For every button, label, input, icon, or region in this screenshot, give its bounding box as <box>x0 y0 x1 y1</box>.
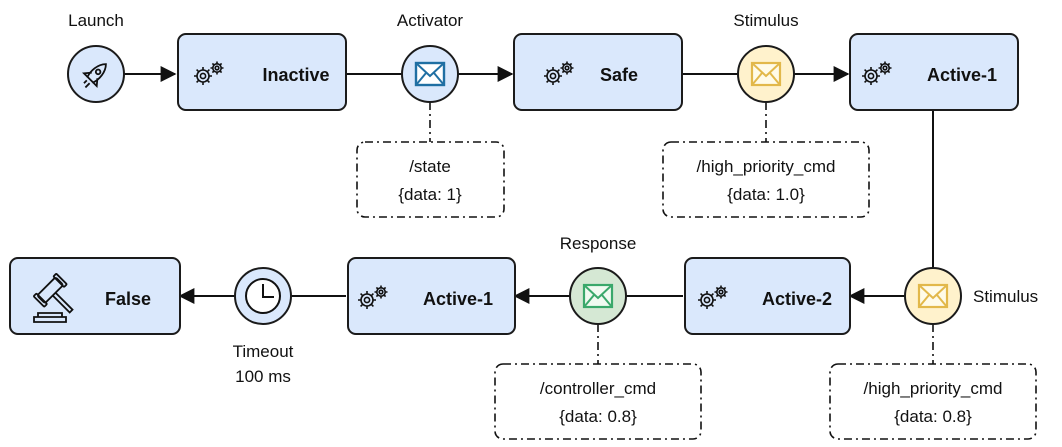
timeout-event: Timeout 100 ms <box>233 267 294 386</box>
state-safe-label: Safe <box>600 65 638 85</box>
state-inactive-label: Inactive <box>262 65 329 85</box>
state-active1-bottom: Active-1 <box>347 257 516 335</box>
state-false-label: False <box>105 289 151 309</box>
timeout-label-line2: 100 ms <box>235 367 291 386</box>
stimulus-1-label: Stimulus <box>733 11 798 30</box>
message-state-topic: /state <box>409 157 451 176</box>
activator-label: Activator <box>397 11 463 30</box>
timeout-label-line1: Timeout <box>233 342 294 361</box>
state-active2: Active-2 <box>684 257 851 335</box>
message-high-priority-2-topic: /high_priority_cmd <box>864 379 1003 398</box>
state-false: False <box>9 257 181 335</box>
state-safe: Safe <box>513 33 683 111</box>
state-active2-label: Active-2 <box>762 289 832 309</box>
state-active1-bottom-label: Active-1 <box>423 289 493 309</box>
state-active1-top: Active-1 <box>849 33 1019 111</box>
message-high-priority-1: /high_priority_cmd {data: 1.0} <box>662 141 870 218</box>
message-high-priority-1-payload: {data: 1.0} <box>727 185 805 204</box>
message-high-priority-2: /high_priority_cmd {data: 0.8} <box>829 363 1037 440</box>
clock-icon <box>245 278 281 314</box>
stimulus-event-2: Stimulus <box>904 267 1038 325</box>
message-controller: /controller_cmd {data: 0.8} <box>494 363 702 440</box>
activator-event: Activator <box>397 11 463 103</box>
message-state: /state {data: 1} <box>356 141 505 218</box>
stimulus-2-label: Stimulus <box>973 287 1038 306</box>
gavel-icon <box>33 273 74 323</box>
message-controller-payload: {data: 0.8} <box>559 407 637 426</box>
message-state-payload: {data: 1} <box>398 185 462 204</box>
message-high-priority-2-payload: {data: 0.8} <box>894 407 972 426</box>
envelope-icon <box>414 61 446 87</box>
rocket-icon <box>81 63 107 89</box>
state-active1-top-label: Active-1 <box>927 65 997 85</box>
state-inactive: Inactive <box>177 33 347 111</box>
stimulus-event-1: Stimulus <box>733 11 799 103</box>
message-high-priority-1-topic: /high_priority_cmd <box>697 157 836 176</box>
message-controller-topic: /controller_cmd <box>540 379 656 398</box>
envelope-icon <box>750 61 782 87</box>
envelope-icon <box>582 283 614 309</box>
launch-label: Launch <box>68 11 124 30</box>
response-event: Response <box>560 234 637 325</box>
launch-event: Launch <box>67 11 125 103</box>
envelope-icon <box>917 283 949 309</box>
response-label: Response <box>560 234 637 253</box>
